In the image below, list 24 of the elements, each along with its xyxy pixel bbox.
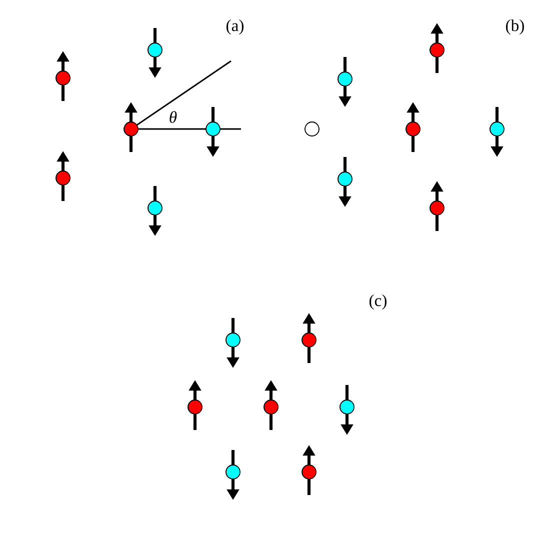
dot — [430, 42, 444, 58]
dot — [188, 400, 202, 414]
dot — [302, 464, 316, 480]
dot — [338, 172, 352, 186]
dot — [56, 70, 70, 86]
dot — [430, 200, 444, 216]
dot — [226, 332, 240, 348]
dot — [340, 400, 354, 414]
dot — [302, 332, 316, 348]
dot — [338, 72, 352, 86]
dot — [264, 400, 278, 414]
dot — [206, 122, 220, 136]
dot — [148, 200, 162, 216]
panel-label: (b) — [506, 19, 524, 35]
dot — [56, 170, 70, 186]
dot — [406, 122, 420, 136]
dot — [124, 122, 138, 136]
panel-label: (a) — [226, 19, 244, 35]
dot — [304, 122, 320, 136]
dot — [148, 42, 162, 58]
angle-label: θ — [170, 111, 177, 123]
panel-label: (c) — [370, 294, 387, 310]
dot — [226, 464, 240, 480]
dot — [490, 122, 504, 136]
